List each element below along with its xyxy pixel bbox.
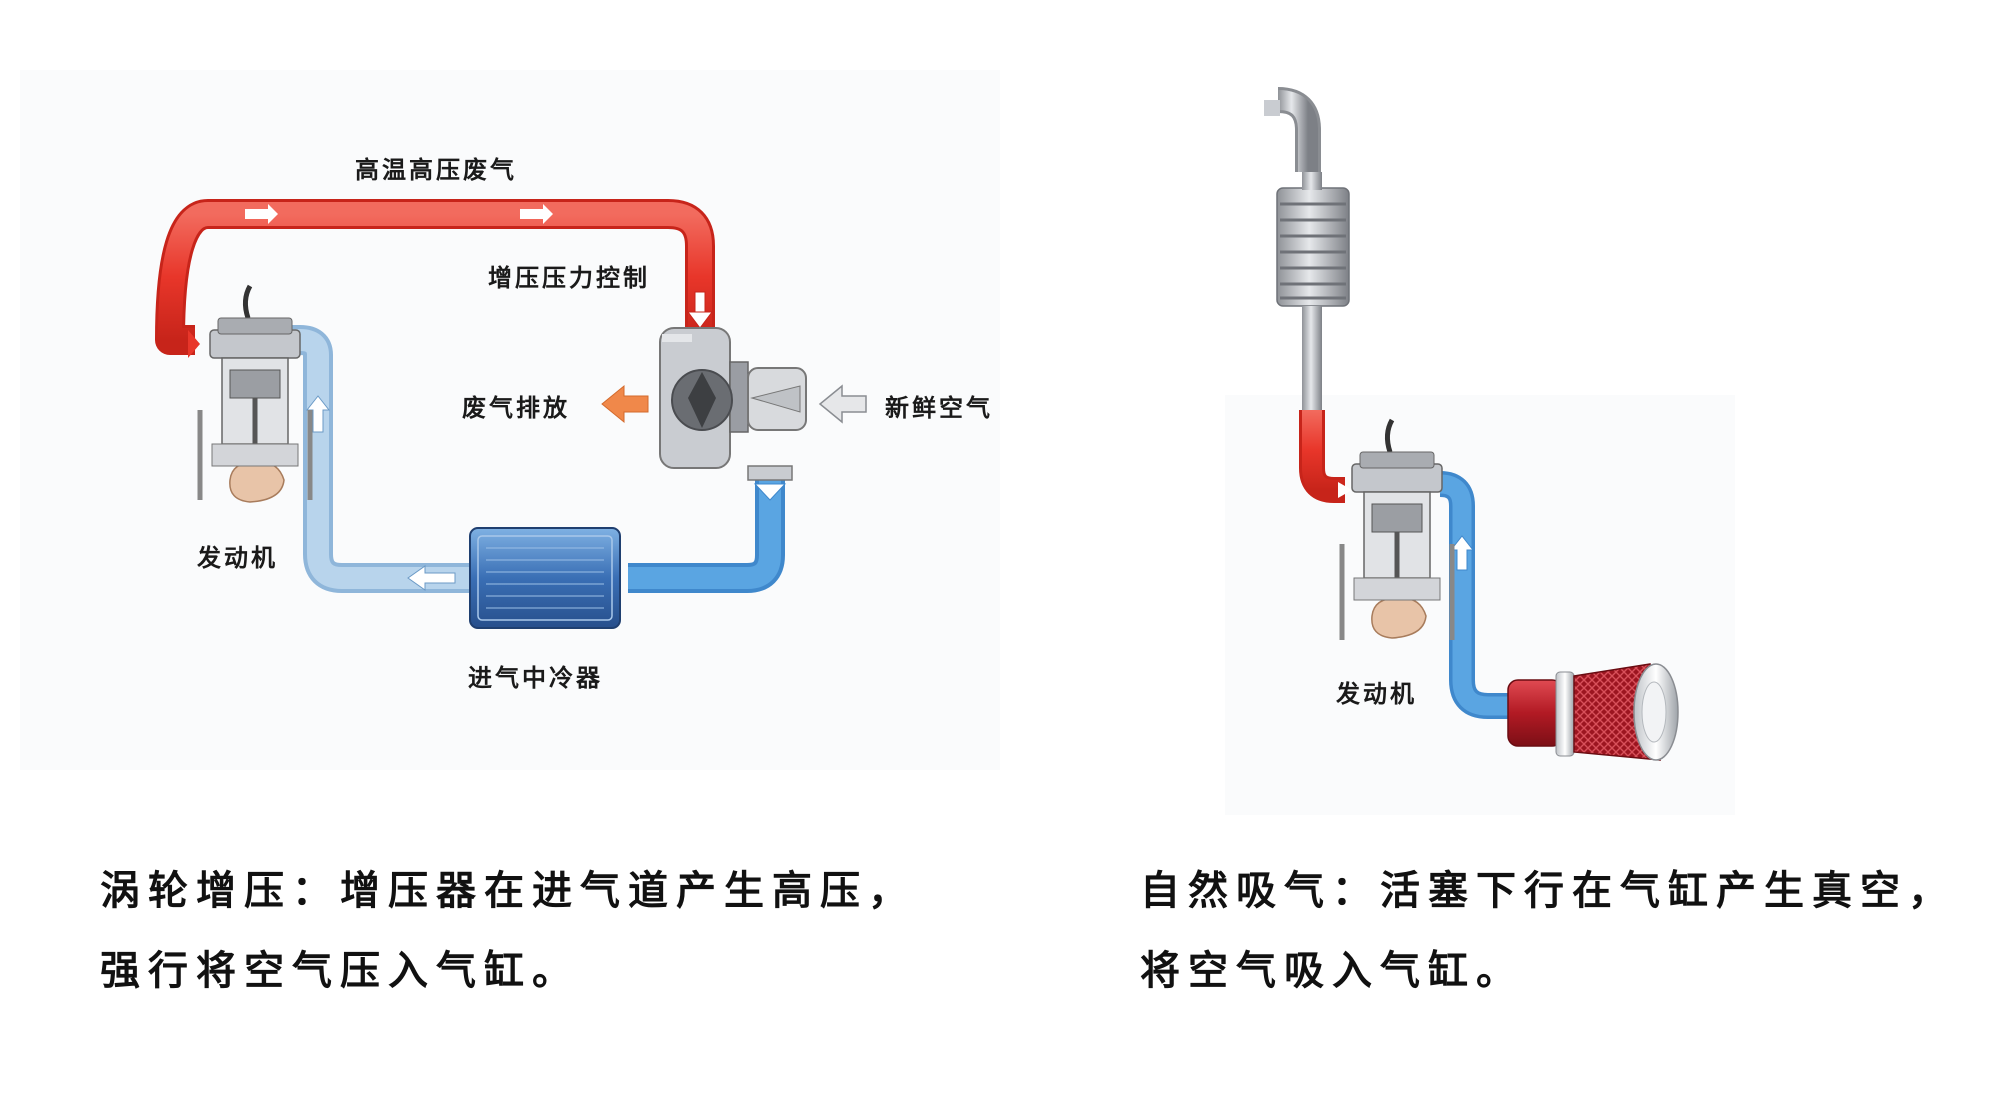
boost-control-arrow — [687, 291, 713, 329]
turbo-caption-line1: 涡轮增压：增压器在进气道产生高压， — [100, 867, 916, 914]
label-fresh-air: 新鲜空气 — [885, 393, 993, 422]
fresh-air-arrow — [818, 384, 867, 424]
natural-caption-line2: 将空气吸入气缸。 — [1140, 947, 1524, 994]
label-intercooler: 进气中冷器 — [468, 663, 603, 692]
turbocharger — [659, 327, 807, 481]
exhaust-flow-arrow — [245, 204, 553, 224]
intercooler — [469, 527, 621, 629]
label-turbo-engine: 发动机 — [197, 543, 278, 572]
intake-flow-arrow — [305, 395, 787, 591]
muffler — [1276, 172, 1350, 307]
air-filter — [1507, 663, 1679, 761]
intake-pipe — [290, 325, 785, 593]
turbo-engine — [197, 284, 313, 503]
label-boost-control: 增压压力控制 — [488, 263, 650, 292]
na-engine — [1339, 418, 1455, 640]
label-na-engine: 发动机 — [1336, 679, 1417, 708]
na-exhaust-pipe — [1299, 306, 1352, 503]
label-exhaust-out: 废气排放 — [462, 393, 570, 422]
na-intake-pipe — [1439, 471, 1520, 719]
turbo-caption-line2: 强行将空气压入气缸。 — [100, 947, 580, 994]
natural-caption-line1: 自然吸气：活塞下行在气缸产生真空， — [1140, 867, 1956, 914]
exhaust-outlet-arrow — [601, 384, 649, 424]
turbo-panel-background — [20, 70, 1000, 770]
exhaust-pipe — [155, 199, 715, 358]
label-exhaust-hot: 高温高压废气 — [355, 155, 517, 184]
exhaust-stack — [1264, 87, 1321, 172]
